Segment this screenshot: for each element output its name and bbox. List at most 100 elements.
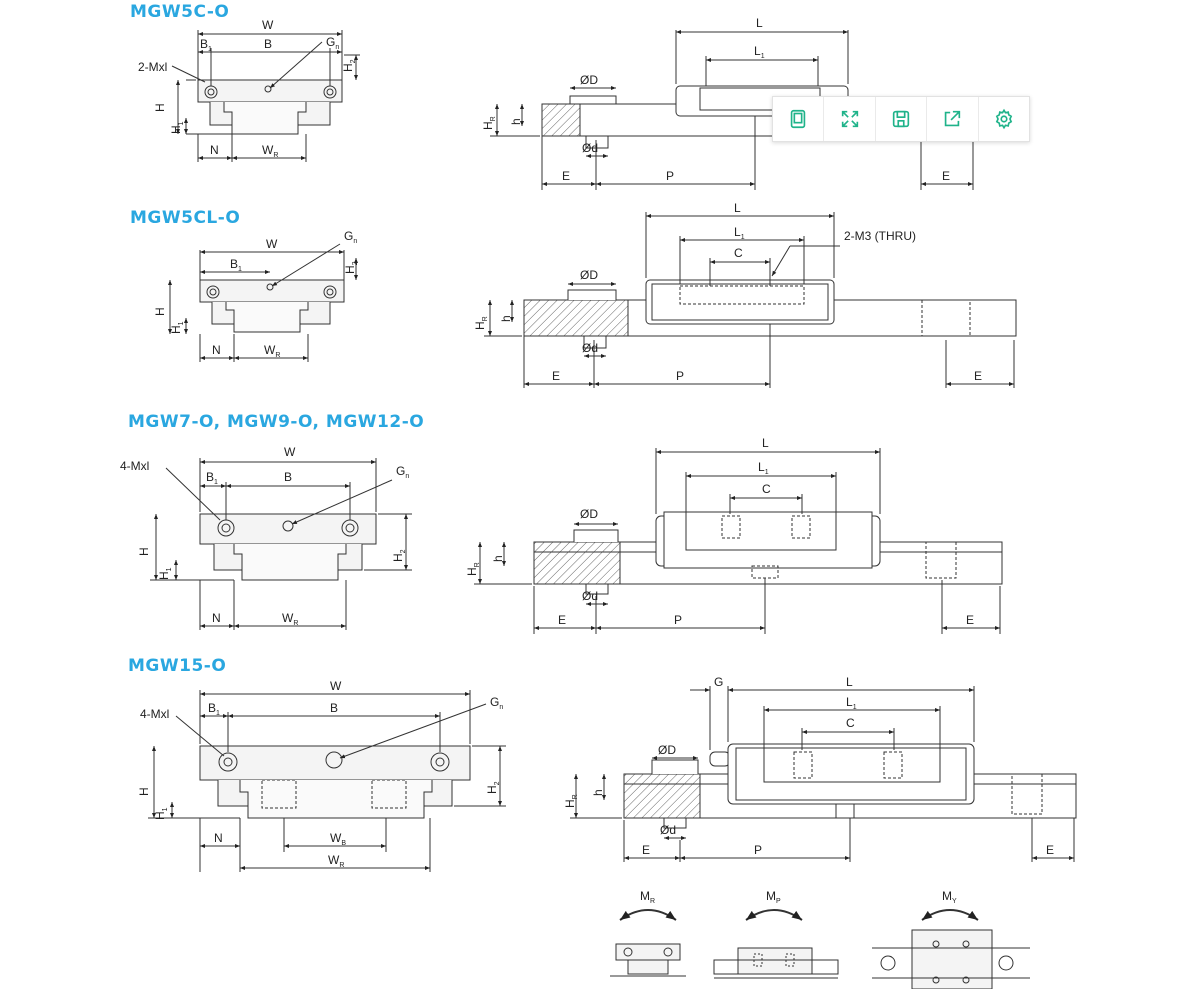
- label-h2: H2: [343, 261, 359, 274]
- label-g: G: [714, 675, 723, 689]
- label-c: C: [734, 246, 743, 260]
- label-wr: WR: [282, 611, 298, 627]
- label-c: C: [762, 482, 771, 496]
- label-od: ØD: [658, 743, 676, 757]
- label-l1: L1: [846, 695, 857, 711]
- label-4-mxl: 4-Mxl: [140, 707, 169, 721]
- label-h-rail: h: [591, 789, 605, 796]
- label-n: N: [214, 831, 223, 845]
- share-button[interactable]: [927, 97, 979, 141]
- label-p: P: [676, 369, 684, 383]
- label-e: E: [552, 369, 560, 383]
- label-e-right: E: [1046, 843, 1054, 857]
- label-d: Ød: [660, 823, 676, 837]
- label-h2: H2: [485, 781, 501, 794]
- label-h: H: [153, 307, 167, 316]
- tablet-button[interactable]: [773, 97, 825, 141]
- label-wr: WR: [264, 343, 280, 359]
- label-h2: H2: [391, 549, 407, 562]
- label-h-rail: h: [491, 555, 505, 562]
- label-l1: L1: [758, 460, 769, 476]
- label-e: E: [558, 613, 566, 627]
- label-gn: Gn: [490, 695, 503, 711]
- label-b1: B1: [208, 701, 220, 717]
- expand-button[interactable]: [824, 97, 876, 141]
- label-b: B: [264, 37, 272, 51]
- label-h1: H1: [169, 121, 185, 134]
- label-my: MY: [942, 889, 957, 905]
- label-od: ØD: [580, 73, 598, 87]
- label-h: H: [137, 547, 151, 556]
- label-b1: B1: [230, 257, 242, 273]
- label-w: W: [262, 18, 274, 32]
- label-e: E: [562, 169, 570, 183]
- label-h: H: [137, 787, 151, 796]
- label-hr: HR: [481, 116, 497, 130]
- save-button[interactable]: [876, 97, 928, 141]
- label-e-right: E: [974, 369, 982, 383]
- label-b: B: [284, 470, 292, 484]
- label-l: L: [846, 675, 853, 689]
- label-l1: L1: [734, 225, 745, 241]
- label-p: P: [674, 613, 682, 627]
- label-p: P: [754, 843, 762, 857]
- label-h-rail: h: [499, 315, 513, 322]
- label-e: E: [642, 843, 650, 857]
- moment-my-icon: [872, 909, 1030, 989]
- label-2-mxl: 2-Mxl: [138, 60, 167, 74]
- label-e-right: E: [942, 169, 950, 183]
- label-h2: H2: [341, 59, 357, 72]
- label-4-mxl: 4-Mxl: [120, 459, 149, 473]
- label-mp: MP: [766, 889, 781, 905]
- label-l: L: [762, 436, 769, 450]
- image-toolbar: [772, 96, 1030, 142]
- label-od: ØD: [580, 507, 598, 521]
- label-b1: B1: [200, 37, 212, 53]
- share-icon: [945, 110, 961, 127]
- label-mr: MR: [640, 889, 655, 905]
- label-hr: HR: [563, 794, 579, 808]
- label-l: L: [756, 16, 763, 30]
- mgw5c-front-view: [171, 30, 360, 162]
- label-b: B: [330, 701, 338, 715]
- label-d: Ød: [582, 141, 598, 155]
- mgw15-front-view: [148, 690, 506, 872]
- section-title-mgw15: MGW15-O: [128, 656, 227, 676]
- label-od: ØD: [580, 268, 598, 282]
- mgw7-front-view: [150, 458, 412, 630]
- mgw15-side-view: [570, 686, 1077, 862]
- mgw5cl-side-view: [484, 212, 1017, 388]
- label-c: C: [846, 716, 855, 730]
- label-n: N: [212, 611, 221, 625]
- label-n: N: [212, 343, 221, 357]
- label-gn: Gn: [344, 229, 357, 245]
- label-w: W: [266, 237, 278, 251]
- section-title-mgw5cl: MGW5CL-O: [130, 208, 241, 228]
- expand-icon: [841, 110, 858, 128]
- settings-button[interactable]: [979, 97, 1029, 141]
- label-h: H: [153, 103, 167, 112]
- label-d: Ød: [582, 341, 598, 355]
- label-n: N: [210, 143, 219, 157]
- label-w: W: [330, 679, 342, 693]
- moment-mp-icon: [713, 909, 839, 979]
- label-wr: WR: [262, 143, 278, 159]
- label-h1: H1: [157, 567, 173, 580]
- label-e-right: E: [966, 613, 974, 627]
- label-h-rail: h: [509, 118, 523, 125]
- gear-icon: [995, 108, 1013, 130]
- label-w: W: [284, 445, 296, 459]
- label-hr: HR: [473, 316, 489, 330]
- section-title-mgw5c: MGW5C-O: [130, 2, 230, 22]
- section-title-mgw7-9-12: MGW7-O, MGW9-O, MGW12-O: [128, 412, 425, 432]
- label-h1: H1: [153, 807, 169, 820]
- label-p: P: [666, 169, 674, 183]
- label-h1: H1: [169, 321, 185, 334]
- label-l1: L1: [754, 44, 765, 60]
- save-icon: [892, 110, 910, 128]
- label-gn: Gn: [396, 464, 409, 480]
- label-l: L: [734, 201, 741, 215]
- label-gn: Gn: [326, 35, 339, 51]
- label-wr: WR: [328, 853, 344, 869]
